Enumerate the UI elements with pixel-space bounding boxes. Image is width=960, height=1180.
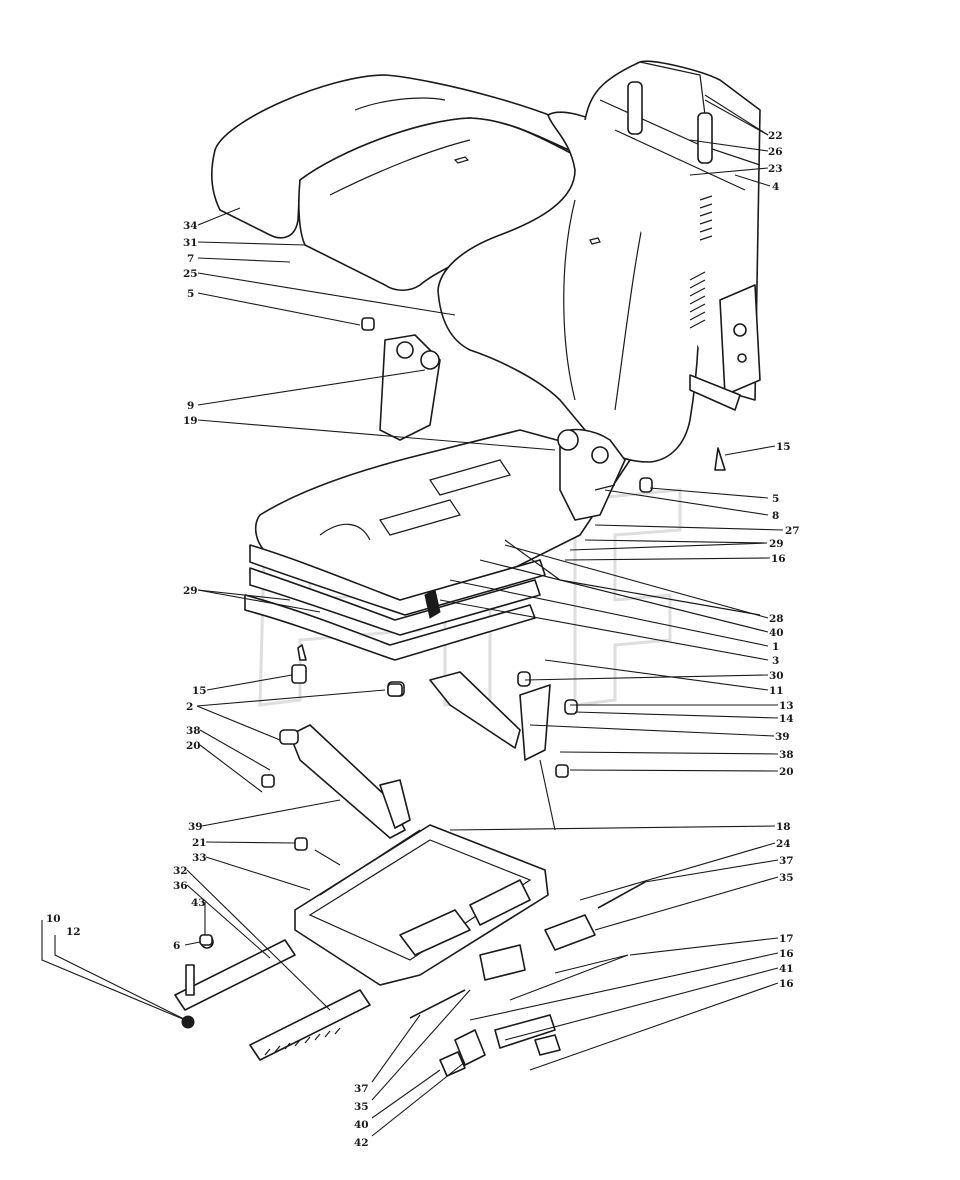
part-label: 19 xyxy=(183,415,198,427)
part-labels: 22 26 23 4 15 5 8 27 29 16 28 40 1 3 30 … xyxy=(46,130,800,1149)
part-label: 30 xyxy=(769,670,784,682)
part-label: 38 xyxy=(779,749,794,761)
part-label: 26 xyxy=(768,146,783,158)
part-label: 20 xyxy=(186,740,201,752)
part-label: 33 xyxy=(192,852,207,864)
part-label: 12 xyxy=(66,926,81,938)
part-label: 40 xyxy=(769,627,784,639)
rails xyxy=(174,935,371,1061)
part-label: 10 xyxy=(46,913,61,925)
part-label: 22 xyxy=(768,130,783,142)
part-label: 29 xyxy=(183,585,198,597)
slider-brackets xyxy=(279,671,551,839)
part-label: 3 xyxy=(772,655,779,667)
part-label: 36 xyxy=(173,880,188,892)
seat-cushion xyxy=(210,74,607,292)
part-label: 32 xyxy=(173,865,188,877)
part-label: 15 xyxy=(192,685,207,697)
part-label: 37 xyxy=(354,1083,369,1095)
part-label: 16 xyxy=(771,553,786,565)
part-label: 8 xyxy=(772,510,779,522)
part-label: 38 xyxy=(186,725,201,737)
part-label: 42 xyxy=(354,1137,369,1149)
part-label: 20 xyxy=(779,766,794,778)
part-label: 7 xyxy=(187,253,194,265)
part-label: 25 xyxy=(183,268,198,280)
part-label: 11 xyxy=(769,685,784,697)
part-label: 15 xyxy=(776,441,791,453)
part-label: 14 xyxy=(779,713,794,725)
part-label: 13 xyxy=(779,700,794,712)
small-parts xyxy=(199,317,726,1077)
part-label: 34 xyxy=(183,220,198,232)
part-label: 5 xyxy=(772,493,779,505)
part-label: 23 xyxy=(768,163,783,175)
part-label: 2 xyxy=(186,701,193,713)
part-label: 29 xyxy=(769,538,784,550)
part-label: 31 xyxy=(183,237,198,249)
leader-lines xyxy=(41,94,784,1137)
part-label: 40 xyxy=(354,1119,369,1131)
part-label: 4 xyxy=(772,181,779,193)
part-label: 1 xyxy=(772,641,779,653)
part-label: 28 xyxy=(769,613,784,625)
part-label: 21 xyxy=(192,837,207,849)
seat-frame xyxy=(244,334,761,661)
part-label: 35 xyxy=(354,1101,369,1113)
part-label: 16 xyxy=(779,978,794,990)
part-label: 9 xyxy=(187,400,194,412)
part-label: 27 xyxy=(785,525,800,537)
base-frame xyxy=(294,824,549,986)
part-label: 18 xyxy=(776,821,791,833)
part-label: 35 xyxy=(779,872,794,884)
part-label: 39 xyxy=(775,731,790,743)
part-label: 6 xyxy=(173,940,180,952)
part-label: 24 xyxy=(776,838,791,850)
part-label: 39 xyxy=(188,821,203,833)
part-label: 5 xyxy=(187,288,194,300)
part-label: 17 xyxy=(779,933,794,945)
part-label: 41 xyxy=(779,963,794,975)
backrest xyxy=(437,60,761,463)
part-label: 37 xyxy=(779,855,794,867)
part-label: 43 xyxy=(191,897,206,909)
part-label: 16 xyxy=(779,948,794,960)
